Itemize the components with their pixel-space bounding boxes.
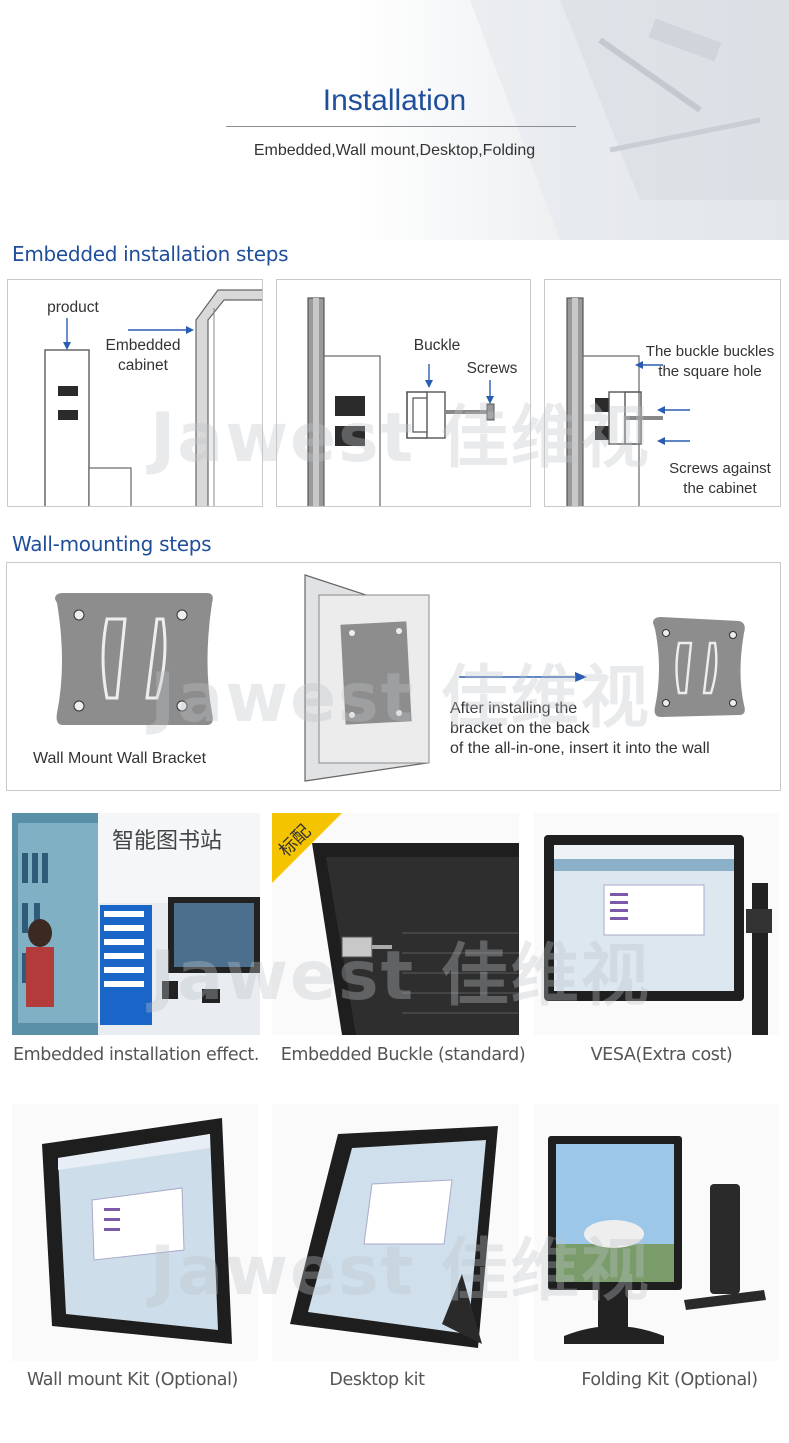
wall-instruction-label: After installing the bracket on the back… [450,700,710,757]
library-sign-text: 智能图书站 [112,829,223,854]
wall-mount-kit-caption: Wall mount Kit (Optional) [27,1370,238,1390]
hero-background-art [470,0,789,240]
desktop-kit-caption: Desktop kit [329,1370,425,1390]
library-kiosk-illustration [12,813,260,1035]
vesa-caption: VESA(Extra cost) [590,1045,733,1065]
embedded-step-3-diagram [566,297,690,506]
embedded-buckle-photo: 标配 [272,813,519,1035]
vesa-photo [534,813,779,1035]
embedded-effect-caption: Embedded installation effect. [12,1045,260,1065]
hero-banner: Installation Embedded,Wall mount,Desktop… [0,0,789,240]
folding-monitor-illustration [548,1136,766,1344]
embedded-effect-photo: 智能图书站 [12,813,260,1035]
cabinet-label: Embedded cabinet [105,337,181,374]
screws-note-label: Screws against the cabinet [669,460,771,497]
screws-label: Screws [466,360,518,377]
embedded-step-1-diagram [44,289,262,506]
embedded-buckle-caption: Embedded Buckle (standard) [280,1045,526,1065]
buckle-label: Buckle [413,337,461,354]
embedded-step-2-panel: Buckle Screws [276,279,531,507]
embedded-step-1-panel: product Embedded cabinet [7,279,263,507]
wall-mount-kit-photo [12,1104,258,1361]
buckle-note-label: The buckle buckles the square hole [645,343,775,380]
product-label: product [47,299,99,316]
wall-bracket-label: Wall Mount Wall Bracket [33,750,207,767]
wall-section-title: Wall-mounting steps [12,532,212,556]
desktop-kit-photo [272,1104,519,1361]
title-divider [226,126,576,127]
vesa-monitor-illustration [544,835,772,1035]
wall-mount-monitor-illustration [42,1118,232,1344]
embedded-step-2-diagram [307,297,495,506]
folding-kit-photo [534,1104,779,1361]
buckle-closeup-illustration [272,813,519,1035]
wall-mount-diagram [55,574,745,782]
desktop-monitor-illustration [290,1126,498,1348]
page-subtitle: Embedded,Wall mount,Desktop,Folding [253,142,536,159]
embedded-section-title: Embedded installation steps [12,242,289,266]
wall-mount-panel: Wall Mount Wall Bracket After installing… [6,562,781,791]
embedded-step-3-panel: The buckle buckles the square hole Screw… [544,279,781,507]
folding-kit-caption: Folding Kit (Optional) [581,1370,758,1390]
page-title: Installation [322,84,467,117]
